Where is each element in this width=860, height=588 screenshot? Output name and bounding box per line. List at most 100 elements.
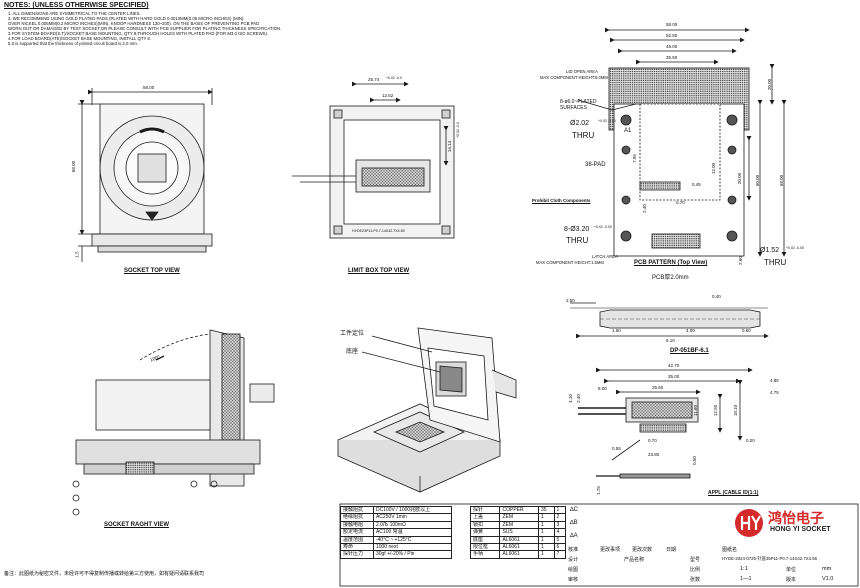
pcb-lid-open: LID OPEN AREA [566, 69, 598, 74]
cable-right-dim: 4.75 [770, 390, 779, 395]
pcb-top-dim: 48.00 [666, 44, 678, 49]
material-qty: 1 [537, 550, 555, 559]
spec-value: 30gf +/-20% / Pin [372, 550, 453, 559]
pcb-thickness: PCB厚2.0mm [652, 275, 689, 281]
cable-left-dim: 0.55 [612, 446, 621, 451]
pcb-prohibit: Prohibit Cloth Components [532, 198, 591, 203]
logo-icon [735, 509, 763, 537]
material-part: 上盖 [469, 513, 501, 522]
cable-top-dim: 35.00 [668, 374, 680, 379]
material-part: 锁扣 [469, 520, 501, 530]
pcb-inner-dim: 2.40 [641, 204, 647, 213]
tb-change-note: 更改事项 [600, 547, 621, 553]
pcb-pattern-view [577, 27, 787, 257]
rev-b: ∆B [570, 520, 578, 526]
material-part: 限位框 [469, 543, 501, 552]
company-name-en: HONG YI SOCKET [770, 526, 831, 533]
spec-value: -40°C ~ +125°C [372, 535, 453, 545]
pin-dim: 2.50 [566, 298, 575, 303]
tb-check: 审核 [568, 577, 579, 583]
material-qty: 1 [537, 520, 555, 530]
caption-pin: DP-051BF-6.1 [670, 348, 709, 354]
cable-top-dim: 8.00 [598, 386, 607, 391]
title-block-frame [339, 503, 859, 587]
cable-right-dim: 18.10 [733, 404, 739, 417]
material-index: 3 [553, 520, 567, 530]
dim-limit-c-tol: +0.02 -0.0 [455, 122, 460, 138]
note-line: 4.FOR LOAD BOARD(ATE)/SOCKET BASE MOUNTI… [8, 36, 152, 41]
tb-scale: 1:1 [740, 566, 748, 572]
tb-change-date: 日期 [666, 547, 677, 553]
pcb-hole-c: Ø1.52 [760, 247, 780, 254]
spec-label: 接触阻抗 [340, 505, 374, 515]
cable-right-dim: 11.60 [692, 405, 698, 416]
tb-unit: mm [822, 566, 832, 572]
note-line: 1. ALL DIMENSIONS ARE SYMMETRICAL TO THE… [8, 11, 141, 16]
dim-limit-c: 14.14 [447, 140, 453, 153]
caption-pcb: PCB PATTERN (Top View) [634, 260, 708, 266]
dim-socket-height: 68.00 [71, 160, 77, 173]
cable-left-dim: 0.70 [648, 438, 657, 443]
pcb-side-dim: 20.00 [767, 78, 773, 91]
isometric-view [337, 327, 517, 493]
pcb-side-dim: 20.00 [737, 172, 743, 185]
pcb-inner-dim: 0.45 [692, 182, 701, 187]
cable-right-dim: 4.85 [770, 378, 779, 383]
rev-c: ∆C [570, 507, 579, 513]
material-part: 手柄 [469, 550, 501, 559]
note-line: WORN OUT OR DAMAGED BY TEST SOCKET,OR PL… [8, 26, 282, 31]
spec-label: 额定电流 [340, 528, 374, 537]
material-index: 1 [553, 505, 567, 515]
material-part: 弹簧 [469, 528, 501, 537]
cable-left-dim: 1.75 [595, 486, 601, 495]
pcb-top-dim: 52.50 [666, 33, 678, 38]
pin-view [570, 302, 769, 339]
dim-socket-width: 58.00 [143, 85, 155, 90]
caption-cable: APPL (CABLE ID(1:1) [708, 490, 759, 496]
tb-unit-label: 单位 [786, 567, 797, 573]
pcb-hole-c-tol: +0.02 -0.00 [786, 246, 804, 250]
material-index: 4 [553, 528, 567, 537]
material-qty: 1 [537, 535, 555, 545]
tb-version: V1.0 [822, 576, 834, 582]
pin-dim: 6.10 [666, 338, 675, 343]
pcb-thru-3: THRU [764, 258, 787, 267]
material-qty: 1 [537, 513, 555, 522]
cable-left-dim: 23.80 [648, 452, 660, 457]
pin-dim: 1.50 [612, 328, 621, 333]
pin-dim: 4.00 [686, 328, 695, 333]
caption-limit-box: LIMIT BOX TOP VIEW [348, 268, 410, 274]
pcb-inner-dim: 0.70 [676, 200, 685, 205]
tb-version-label: 版本 [786, 577, 797, 583]
pcb-hole-b-tol: +0.02 -0.00 [594, 225, 612, 229]
tb-scale-label: 比例 [690, 567, 701, 573]
rev-a: ∆A [570, 533, 578, 539]
iso-label-base: 底座 [346, 349, 359, 355]
material-name: AL6061 [499, 535, 539, 545]
tb-approve: 核准 [568, 547, 579, 553]
pin-dim: 0.60 [742, 328, 751, 333]
caption-socket-right: SOCKET RAGHT VIEW [104, 522, 170, 528]
socket-top-view [78, 88, 213, 262]
pcb-side-dim: 60.00 [755, 174, 761, 187]
material-part: 底座 [469, 535, 501, 545]
material-name: SUS [499, 528, 539, 537]
cable-left-dim: 2.40 [575, 394, 581, 403]
note-line: 5.It is supported that the thickness of … [8, 41, 138, 46]
dim-limit-b: 12.62 [382, 93, 394, 98]
pcb-hole-b: 8-Ø3.20 [564, 226, 590, 233]
pcb-side-dim: 68.00 [779, 174, 785, 187]
pcb-max-height: MAX COMPONENT HEIGHT:8.0MM [540, 75, 608, 80]
cable-left-dim: 4.10 [567, 394, 573, 403]
pcb-thru-2: THRU [566, 236, 589, 245]
socket-right-view [72, 329, 275, 516]
